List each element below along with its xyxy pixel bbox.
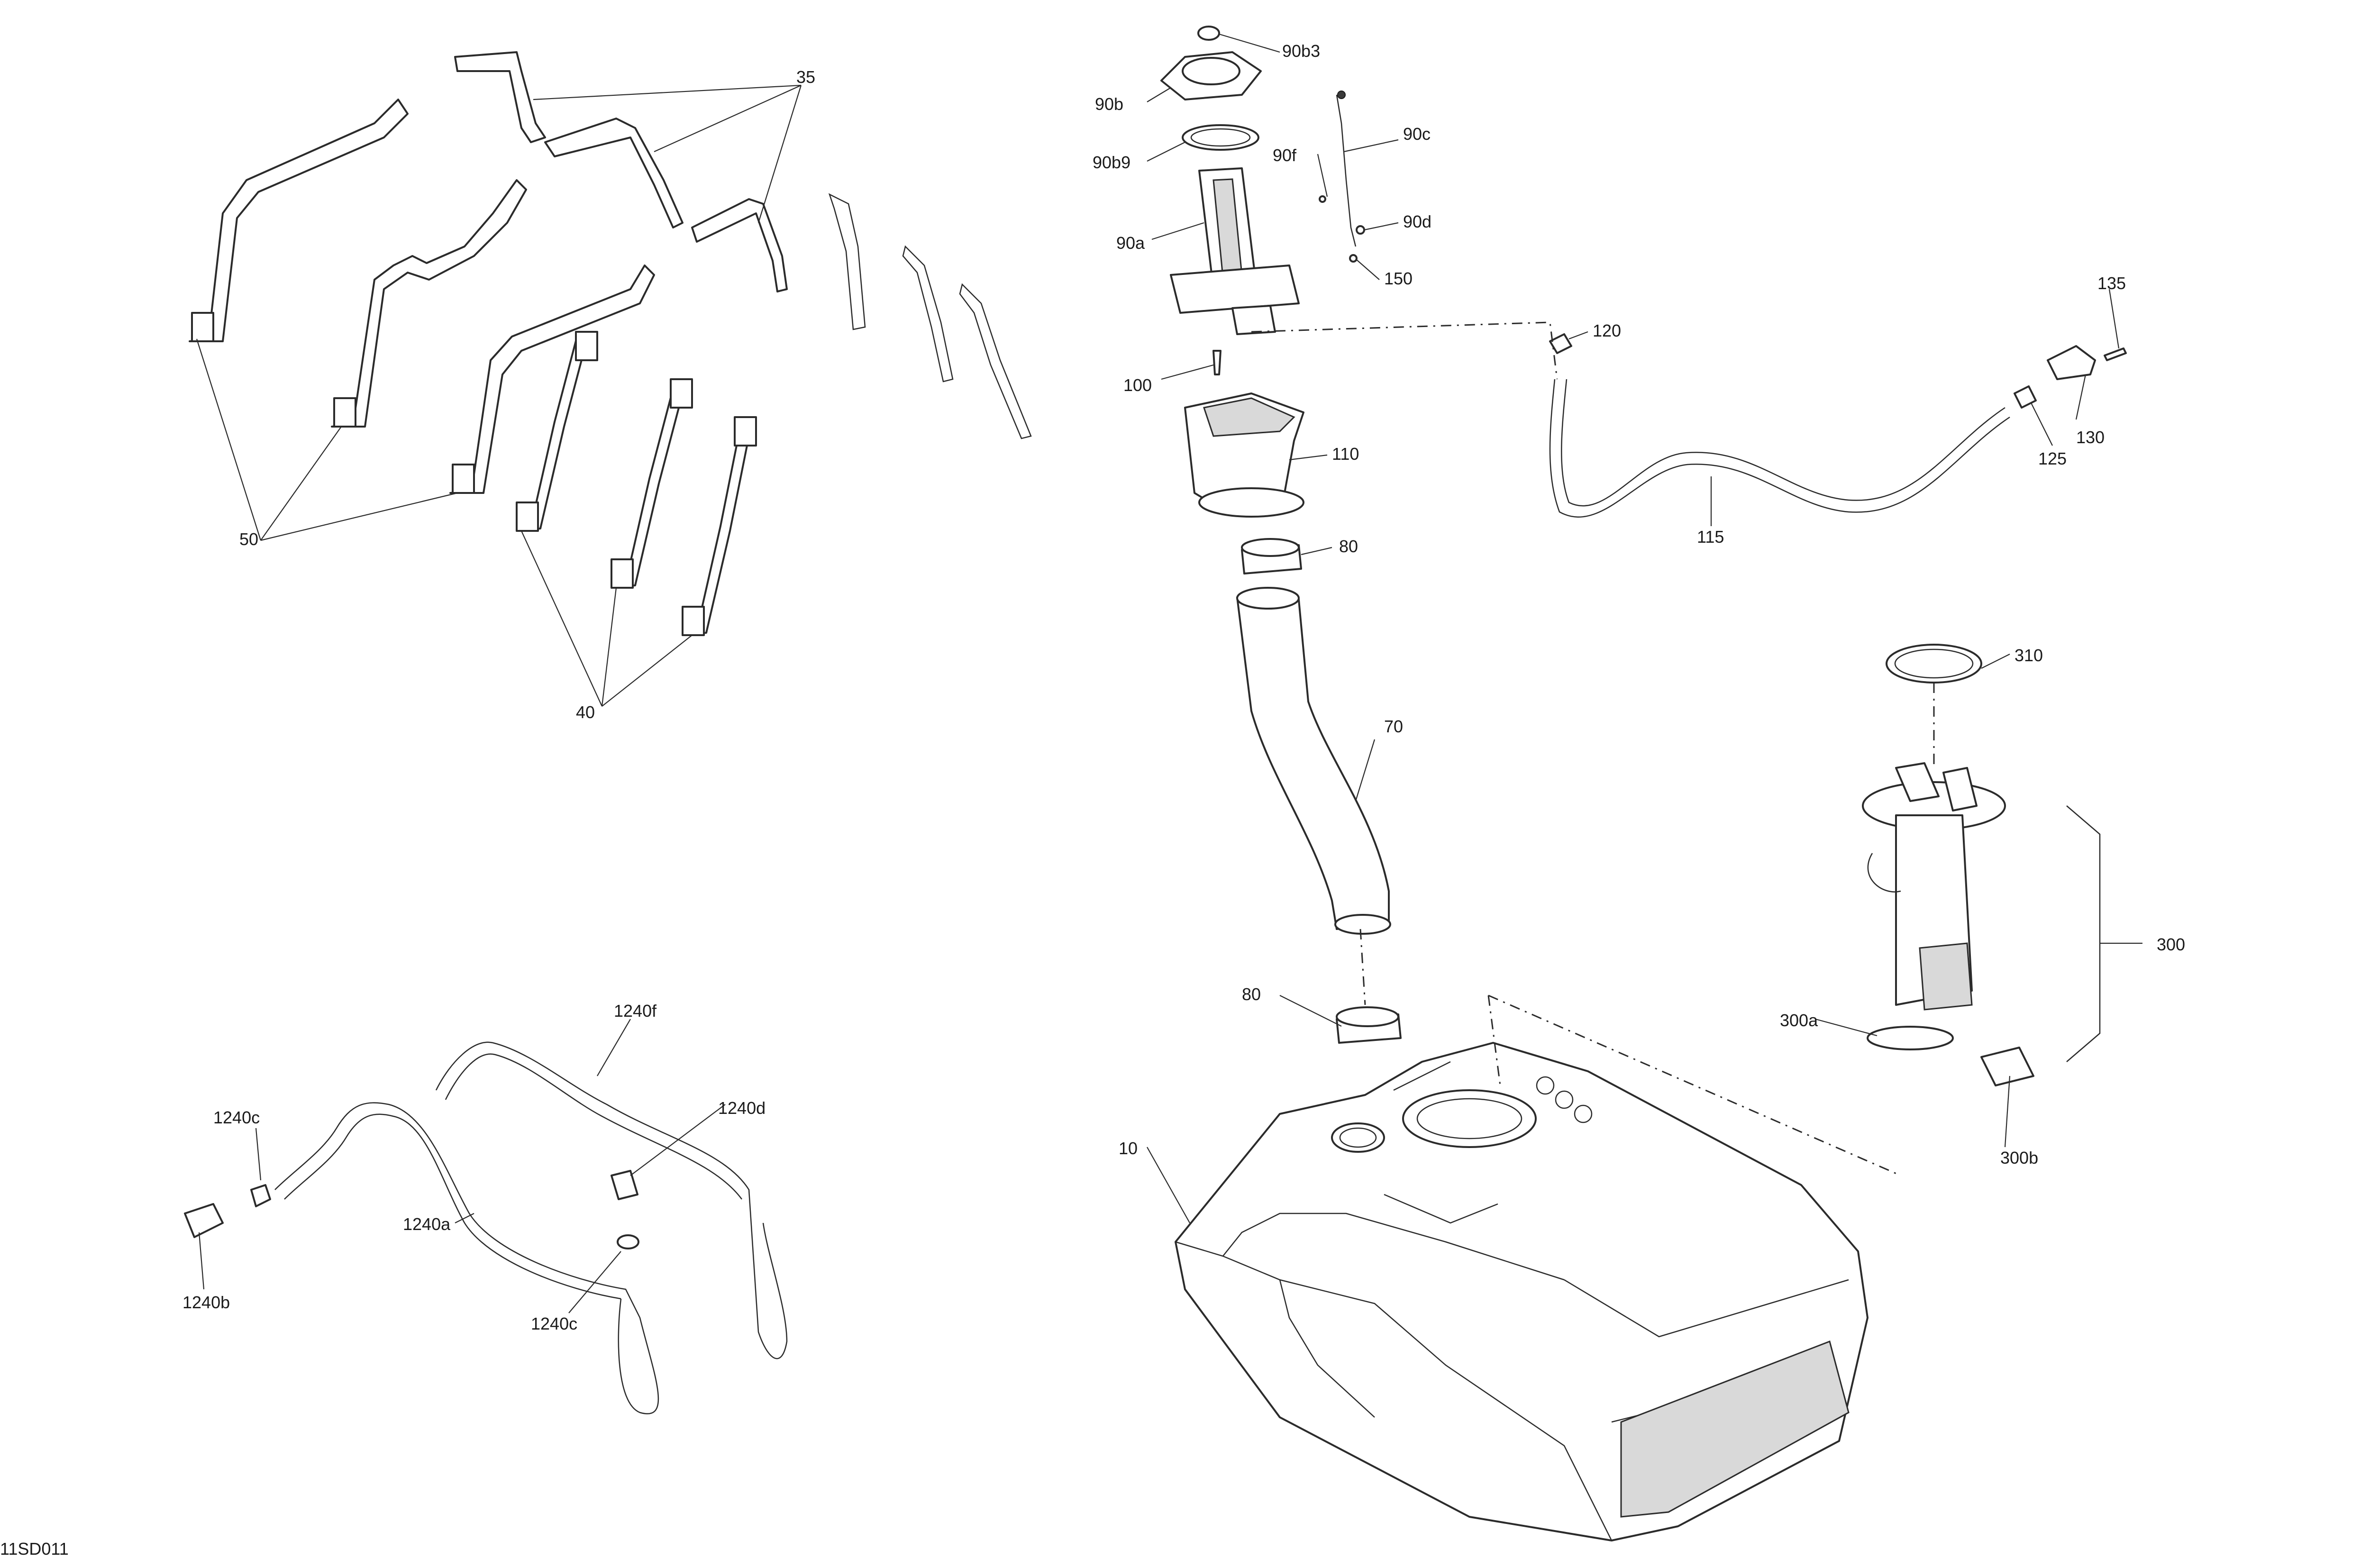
callout-90b9: 90b9 (1093, 153, 1130, 172)
strap-35-group (454, 51, 1032, 439)
callout-300b: 300b (2000, 1148, 2038, 1167)
callout-35: 35 (796, 67, 815, 87)
vent-line-115 (1549, 333, 2127, 518)
callout-1240c-bottom: 1240c (531, 1314, 577, 1333)
clamp-80-lower (1336, 1006, 1402, 1044)
callout-90b: 90b (1095, 94, 1123, 114)
drawing-code: 11SD011 (0, 1539, 69, 1559)
callout-90b3: 90b3 (1282, 41, 1320, 61)
callout-125: 125 (2038, 449, 2067, 468)
callout-1240b: 1240b (182, 1293, 230, 1312)
callout-90c: 90c (1403, 124, 1431, 144)
callout-1240d: 1240d (718, 1098, 766, 1118)
callout-1240a: 1240a (403, 1214, 451, 1234)
vent-hoses-1240 (184, 1041, 788, 1414)
leader-lines (196, 33, 2142, 1313)
callout-70: 70 (1384, 717, 1403, 736)
callout-labels: 35 50 40 90b3 90b 90b9 90f 90c 90a 90d 1… (0, 41, 2185, 1559)
filler-neck-assembly (1160, 26, 1365, 335)
fuel-pump-300 (1862, 644, 2101, 1086)
callout-120: 120 (1593, 321, 1621, 340)
callout-80-lower: 80 (1242, 985, 1261, 1004)
callout-40: 40 (576, 702, 595, 722)
callout-300a: 300a (1780, 1011, 1818, 1030)
callout-100: 100 (1123, 375, 1152, 395)
callout-90d: 90d (1403, 212, 1431, 231)
callout-90a: 90a (1116, 233, 1145, 253)
callout-1240f: 1240f (614, 1001, 657, 1021)
centerlines (1251, 321, 1935, 1176)
fuel-tank-10 (1175, 1042, 1869, 1541)
callout-90f: 90f (1273, 146, 1297, 165)
callout-115: 115 (1697, 527, 1724, 547)
callout-300: 300 (2157, 935, 2185, 954)
callout-80-upper: 80 (1339, 537, 1358, 556)
callout-310: 310 (2014, 646, 2043, 665)
callout-130: 130 (2076, 428, 2105, 447)
strap-40-group (516, 331, 757, 636)
callout-110: 110 (1332, 444, 1359, 464)
callout-1240c-top: 1240c (213, 1108, 260, 1127)
callout-150: 150 (1384, 269, 1413, 288)
callout-10: 10 (1119, 1139, 1138, 1158)
callout-50: 50 (239, 529, 258, 549)
callout-135: 135 (2097, 273, 2126, 293)
filler-hose-70 (1236, 538, 1391, 935)
strap-50-group (189, 99, 655, 494)
funnel-110 (1184, 350, 1304, 518)
